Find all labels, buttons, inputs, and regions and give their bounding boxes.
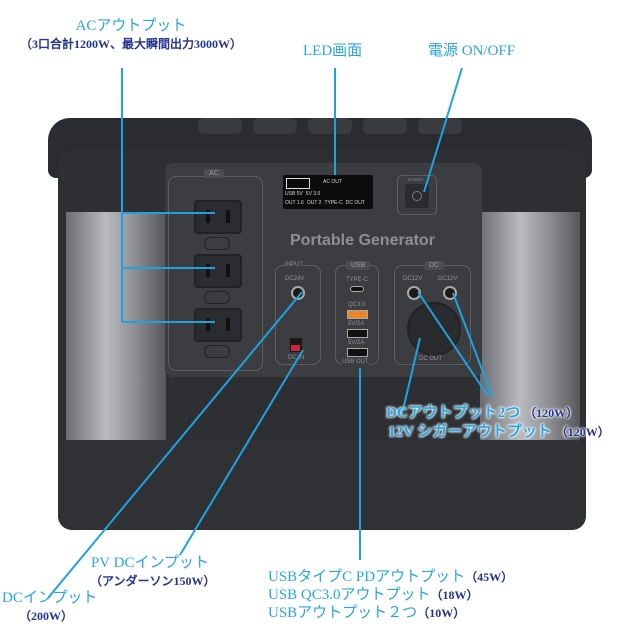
usb-a-title: USBアウトプット２つ: [268, 605, 418, 621]
cigar-title: 12V シガーアウトプット: [388, 424, 552, 440]
lcd-text: TYPE-C: [324, 200, 343, 206]
usb-c-detail: （45W）: [465, 570, 514, 584]
led-screen: AC OUT USB 5V 5V 3.0 OUT 1.6 OUT 2 TYPE-…: [283, 175, 373, 209]
outlet-cover: [204, 237, 230, 250]
power-annotation: 電源 ON/OFF: [428, 43, 516, 59]
led-screen-annotation: LED画面: [303, 43, 363, 59]
ac-output-detail: （3口合計1200W、最大瞬間出力3000W）: [19, 37, 242, 51]
ac-output-annotation: ACアウトプット （3口合計1200W、最大瞬間出力3000W）: [0, 18, 262, 52]
usb-annotation: USBタイプC PDアウトプット（45W） USB QC3.0アウトプット（18…: [268, 568, 513, 622]
dc-output-label: DC12V: [438, 276, 458, 282]
ac-outlet[interactable]: [194, 200, 242, 234]
cigar-callout-line: [401, 337, 421, 415]
pv-input-callout-line: [179, 349, 304, 556]
pv-input-annotation: PV DCインプット （アンダーソン150W）: [90, 555, 216, 589]
right-side-panel: [480, 212, 580, 444]
dc-out-label: DC OUT: [419, 356, 442, 362]
ac-output-title: ACアウトプット: [75, 18, 187, 34]
cigar-detail: （120W）: [555, 425, 610, 439]
outlet-cover: [204, 291, 230, 304]
dc-input-label: DC24V: [285, 276, 305, 282]
dc-input-port[interactable]: [291, 286, 305, 300]
handle-grip: [363, 118, 407, 134]
lcd-text: OUT 1.6: [285, 200, 304, 206]
handle-grip: [308, 118, 352, 134]
ac-outlet-group: AC: [168, 169, 263, 371]
product-name: Portable Generator: [290, 232, 435, 249]
power-callout-line: [423, 67, 463, 193]
dc-input-annotation: DCインプット （200W）: [2, 590, 98, 624]
handle-grip: [418, 118, 462, 134]
dc-input-title: DCインプット: [2, 590, 98, 606]
dc-output-title: DCアウトプット2つ: [386, 405, 521, 421]
ac-callout-line: [121, 68, 215, 323]
qc3-port[interactable]: [347, 310, 368, 319]
lcd-text: 5V 3.0: [305, 191, 321, 197]
usb-out-label: USB OUT: [342, 359, 369, 365]
usb-a-label: 5V/2A: [348, 321, 365, 327]
power-label: POWER: [408, 177, 424, 182]
handle-grip: [198, 118, 242, 134]
usb-c-port[interactable]: [350, 286, 364, 292]
dc-tag: DC: [424, 261, 445, 270]
ac-tag: AC: [204, 169, 224, 178]
usb-tag: USB: [346, 261, 371, 270]
lcd-text: OUT 2: [306, 200, 322, 206]
input-group: INPUT DC24V DC IN: [275, 262, 321, 365]
qc3-label: QC3.0: [348, 302, 366, 308]
power-icon: [412, 191, 422, 201]
anderson-port[interactable]: [290, 338, 302, 352]
front-panel: AC AC OUT USB 5V 5V 3.0 OUT 1.6 OUT 2 TY…: [165, 163, 482, 377]
dc-group: DC DC12V DC12V DC OUT: [394, 261, 471, 365]
ac-outlet[interactable]: [194, 254, 242, 288]
lcd-ac-out: AC OUT: [323, 179, 342, 185]
outlet-cover: [204, 345, 230, 358]
lcd-text: USB 5V: [285, 191, 303, 197]
battery-icon: [286, 178, 310, 189]
pv-input-label: DC IN: [288, 355, 305, 361]
power-button-frame: POWER: [397, 175, 437, 215]
usb-c-title: USBタイプC PDアウトプット: [268, 569, 466, 585]
dc-output-label: DC12V: [403, 276, 423, 282]
qc3-title: USB QC3.0アウトプット: [268, 587, 431, 603]
cigar-annotation: 12V シガーアウトプット （120W）: [388, 423, 610, 441]
dc-output-detail: （120W）: [524, 406, 579, 420]
lcd-text: DC OUT: [345, 200, 365, 206]
input-tag: INPUT: [285, 262, 303, 268]
handle-grip: [253, 118, 297, 134]
left-side-panel: [66, 212, 166, 444]
pv-input-title: PV DCインプット: [90, 555, 210, 571]
usb-c-label: TYPE-C: [346, 277, 369, 283]
usb-a-port[interactable]: [347, 348, 368, 357]
usb-a-port[interactable]: [347, 329, 368, 338]
dc-output-callout-line: [417, 291, 493, 397]
usb-a-label: 5V/2A: [348, 340, 365, 346]
dc-input-callout-line: [47, 291, 303, 599]
usb-group: USB TYPE-C QC3.0 5V/2A 5V/2A USB OUT: [335, 261, 379, 365]
pv-input-detail: （アンダーソン150W）: [90, 574, 216, 588]
cigarette-socket[interactable]: [407, 302, 461, 356]
qc3-detail: （18W）: [430, 588, 479, 602]
ac-outlet[interactable]: [194, 308, 242, 342]
generator-base: [58, 440, 586, 530]
dc-output-annotation: DCアウトプット2つ （120W）: [386, 404, 578, 422]
usb-a-detail: （10W）: [417, 606, 466, 620]
dc-input-detail: （200W）: [18, 609, 73, 623]
dc-output-port[interactable]: [407, 286, 421, 300]
